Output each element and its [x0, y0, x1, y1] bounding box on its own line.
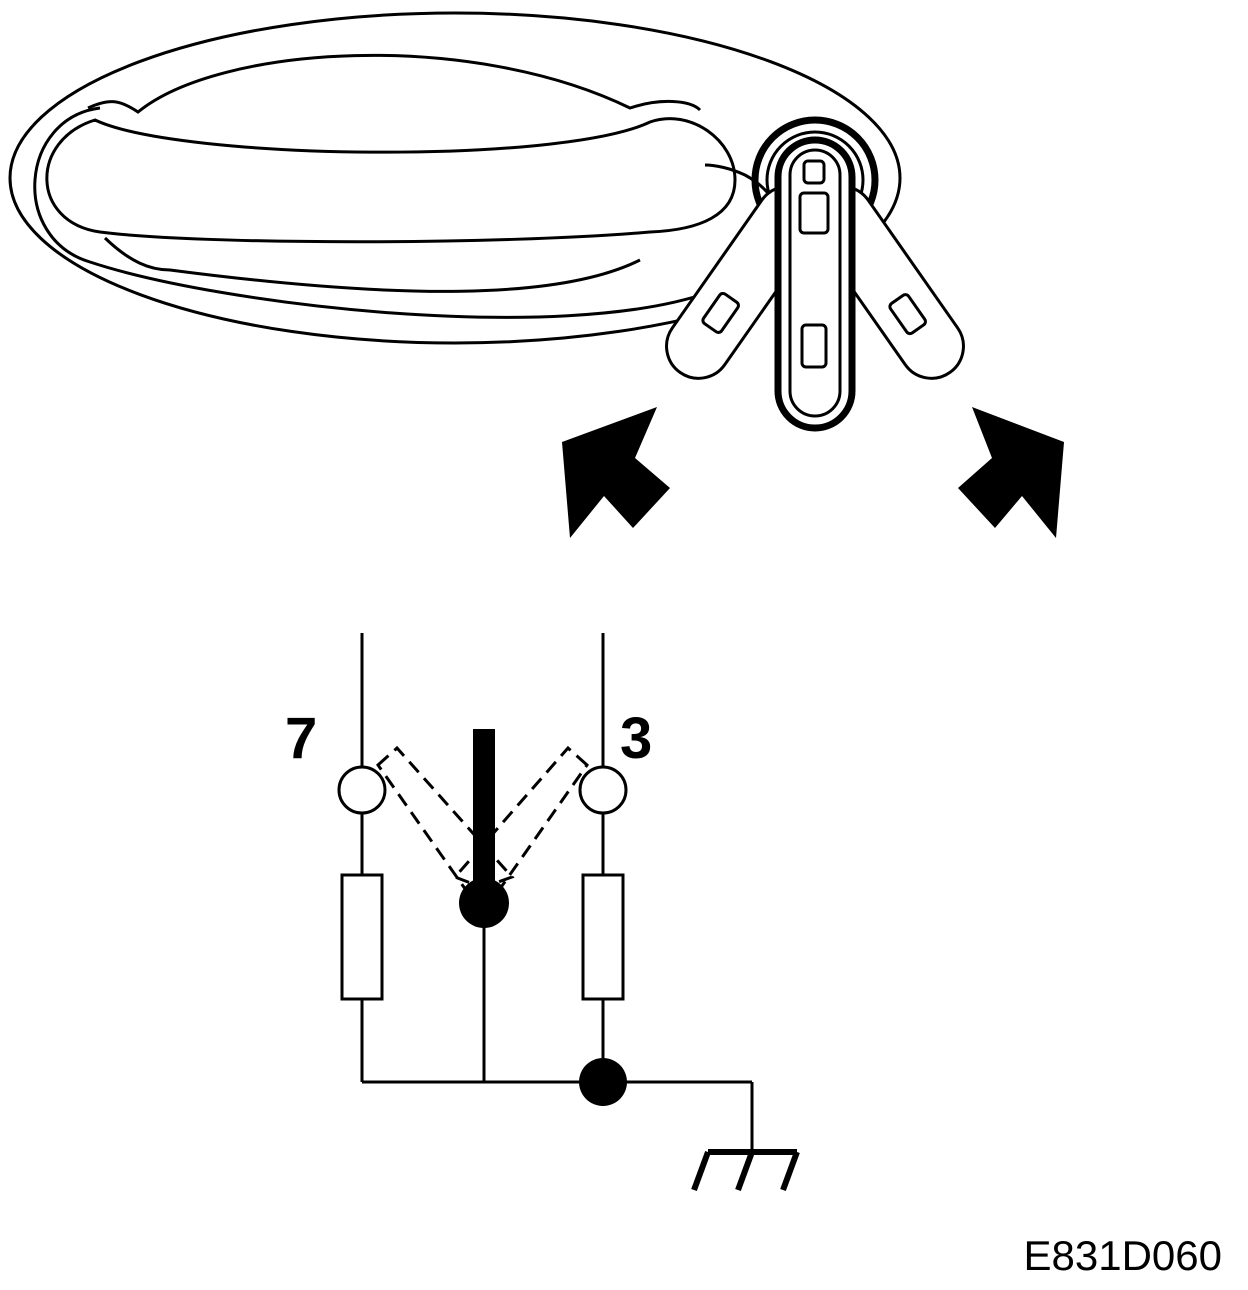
- switch-position-right-dashed: [452, 745, 589, 895]
- resistor-left: [340, 873, 384, 1001]
- handle-recess: [87, 53, 702, 114]
- resistor-right: [581, 873, 625, 1001]
- junction-node: [579, 1058, 627, 1106]
- handle-bezel-outer: [8, 11, 902, 345]
- switch-pivot: [459, 878, 509, 928]
- terminal-7-contact: [337, 765, 387, 815]
- switch-schematic: [337, 633, 800, 1192]
- handle-grip-lower-lip: [103, 236, 641, 293]
- arrow-left-icon: [562, 407, 670, 538]
- handle-grip: [45, 117, 737, 244]
- terminal-7-label: 7: [285, 706, 317, 771]
- arrow-right-icon: [958, 407, 1064, 538]
- terminal-3-label: 3: [620, 706, 652, 771]
- switch-blade: [473, 729, 495, 897]
- ground-icon: [691, 1149, 800, 1192]
- terminal-3-contact: [578, 765, 628, 815]
- lock-cylinder: [665, 116, 965, 432]
- handle-bezel-inner: [33, 106, 781, 319]
- switch-position-left-dashed: [376, 745, 515, 895]
- key-center: [774, 136, 856, 432]
- figure-code: E831D060: [1023, 1232, 1223, 1279]
